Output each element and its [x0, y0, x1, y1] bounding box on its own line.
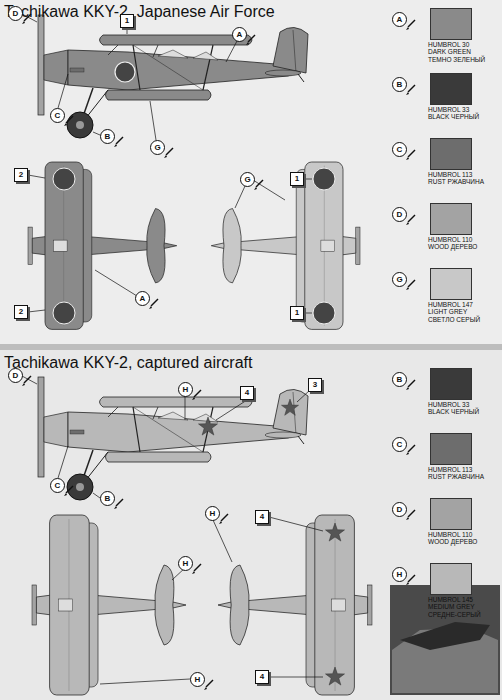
callout-letter: G	[392, 272, 407, 287]
callout-number: 4	[255, 670, 269, 684]
paint-swatch	[430, 563, 472, 595]
callout-letter: D	[8, 368, 23, 383]
roundel	[53, 302, 75, 324]
brush-icon	[406, 280, 415, 290]
brush-icon	[22, 376, 31, 386]
callout-letter: C	[50, 108, 65, 123]
roundel	[115, 62, 135, 82]
star	[325, 523, 344, 541]
callout-letter: D	[392, 207, 407, 222]
callout-letter: B	[392, 77, 407, 92]
brush-icon	[149, 299, 158, 309]
callout-number: 4	[240, 386, 254, 400]
sheet-heading: Tachikawa KKY-2, Japanese Air Force	[4, 3, 275, 21]
sheet	[0, 350, 502, 700]
brush-icon	[406, 445, 415, 455]
brush-icon	[406, 510, 415, 520]
callout-number: 3	[308, 378, 322, 392]
paint-name: HUMBROL 113 RUST РЖАВЧИНА	[428, 466, 488, 481]
paint-swatch	[430, 138, 472, 170]
paint-name: HUMBROL 147 LIGHT GREY СВЕТЛО СЕРЫЙ	[428, 301, 488, 323]
callout-letter: H	[205, 506, 220, 521]
callout-letter: D	[8, 6, 23, 21]
paint-name: HUMBROL 33 BLACK ЧЕРНЫЙ	[428, 106, 488, 121]
brush-icon	[406, 215, 415, 225]
brush-icon	[406, 85, 415, 95]
callout-number: 4	[255, 510, 269, 524]
callout-number: 1	[120, 14, 134, 28]
callout-letter: B	[100, 129, 115, 144]
callout-number: 2	[14, 305, 28, 319]
photo	[400, 622, 490, 650]
brush-icon	[192, 390, 201, 400]
paint-name: HUMBROL 33 BLACK ЧЕРНЫЙ	[428, 401, 488, 416]
brush-icon	[406, 380, 415, 390]
roundel	[53, 168, 75, 190]
callout-letter: G	[150, 140, 165, 155]
bottom-view	[218, 515, 372, 695]
roundel	[313, 302, 335, 324]
callout-letter: B	[100, 491, 115, 506]
paint-name: HUMBROL 110 WOOD ДЕРЕВО	[428, 531, 488, 546]
callout-letter: H	[190, 672, 205, 687]
callout-letter: H	[178, 556, 193, 571]
callout-letter: C	[50, 478, 65, 493]
bottom-view	[211, 162, 360, 329]
photo	[390, 585, 500, 695]
roundel	[313, 168, 335, 190]
paint-swatch	[430, 433, 472, 465]
paint-swatch	[430, 8, 472, 40]
top-view	[32, 515, 186, 695]
sheet-heading: Tachikawa KKY-2, captured aircraft	[4, 354, 252, 372]
callout-letter: G	[240, 172, 255, 187]
leader-lines	[22, 14, 323, 684]
star	[198, 417, 217, 435]
brush-icon	[192, 564, 201, 574]
callout-number: 1	[290, 172, 304, 186]
brush-icon	[164, 148, 173, 158]
brush-icon	[219, 514, 228, 524]
callout-letter: C	[392, 437, 407, 452]
callout-number: 2	[14, 168, 28, 182]
star	[325, 667, 344, 685]
callout-letter: A	[135, 291, 150, 306]
callout-letter: D	[392, 502, 407, 517]
brush-icon	[406, 20, 415, 30]
brush-icon	[64, 486, 73, 496]
brush-icon	[406, 575, 415, 585]
paint-name: HUMBROL 145 MEDIUM GREY СРЕДНЕ-СЕРЫЙ	[428, 596, 488, 618]
callout-letter: C	[392, 142, 407, 157]
callout-number: 1	[290, 306, 304, 320]
star	[281, 399, 298, 415]
brush-icon	[246, 35, 255, 45]
paint-swatch	[430, 368, 472, 400]
paint-swatch	[430, 268, 472, 300]
paint-name: HUMBROL 113 RUST РЖАВЧИНА	[428, 171, 488, 186]
brush-icon	[254, 180, 263, 190]
paint-swatch	[430, 498, 472, 530]
paint-swatch	[430, 73, 472, 105]
callout-letter: B	[392, 372, 407, 387]
sheet	[0, 0, 502, 344]
paint-name: HUMBROL 110 WOOD ДЕРЕВО	[428, 236, 488, 251]
callout-letter: H	[178, 382, 193, 397]
brush-icon	[64, 116, 73, 126]
brush-icon	[204, 680, 213, 690]
paint-name: HUMBROL 30 DARK GREEN ТЕМНО ЗЕЛЕНЫЙ	[428, 41, 488, 63]
callout-letter: A	[392, 12, 407, 27]
brush-icon	[114, 499, 123, 509]
brush-icon	[114, 137, 123, 147]
top-view	[28, 162, 177, 329]
callout-letter: A	[232, 27, 247, 42]
brush-icon	[406, 150, 415, 160]
paint-swatch	[430, 203, 472, 235]
side-view	[38, 15, 308, 138]
callout-letter: H	[392, 567, 407, 582]
side-view	[38, 377, 308, 500]
